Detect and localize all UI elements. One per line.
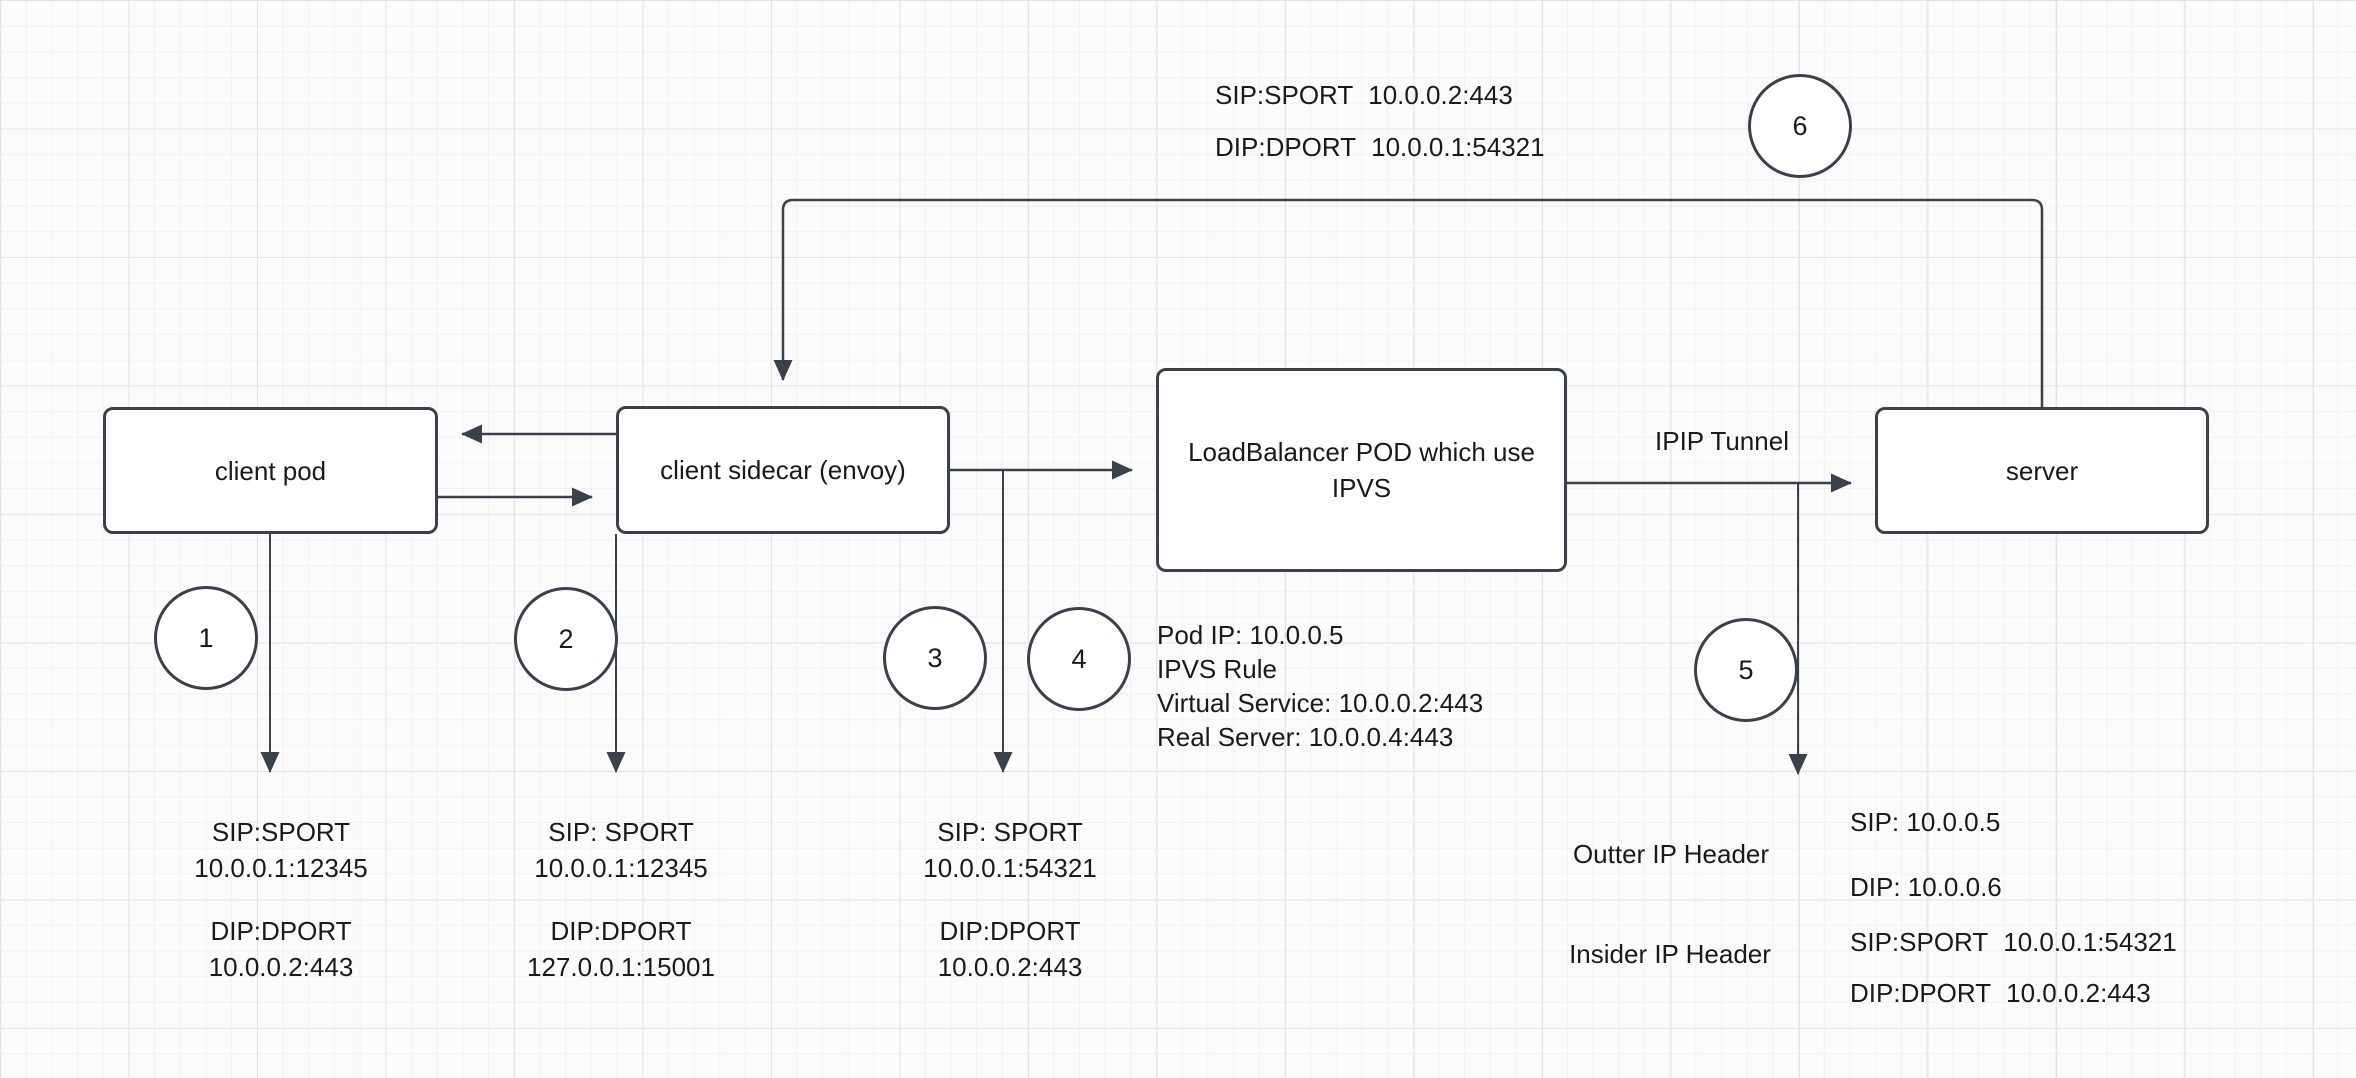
step-badge-3-number: 3 — [927, 642, 943, 673]
node-load-balancer-label: LoadBalancer POD which use IPVS — [1188, 437, 1535, 503]
ipvs-info-pod-ip: Pod IP: 10.0.0.5 — [1157, 620, 1344, 650]
inner-ip-header-label: Insider IP Header — [1520, 936, 1820, 972]
step-badge-3: 3 — [883, 606, 987, 710]
step2-sip-label: SIP: SPORT — [548, 817, 694, 847]
step1-dip-value: 10.0.0.2:443 — [208, 952, 354, 982]
step5-outer-dip-line: DIP: 10.0.0.6 — [1850, 869, 2002, 905]
ipvs-info-rule: IPVS Rule — [1157, 654, 1277, 684]
outer-ip-header-text: Outter IP Header — [1572, 839, 1770, 869]
step6-packet-sip-line: SIP:SPORT 10.0.0.2:443 — [1215, 77, 1513, 113]
step5-inner-sip-value: 10.0.0.1:54321 — [2003, 927, 2177, 957]
step-badge-6: 6 — [1748, 74, 1852, 178]
step6-sip-label: SIP:SPORT — [1215, 80, 1354, 110]
step-badge-2-number: 2 — [558, 623, 574, 654]
step1-sip-value: 10.0.0.1:12345 — [194, 853, 368, 883]
step-badge-1-number: 1 — [198, 622, 214, 653]
step-badge-4-number: 4 — [1071, 643, 1087, 674]
step3-dip-label: DIP:DPORT — [939, 916, 1081, 946]
step-badge-5-number: 5 — [1738, 654, 1754, 685]
node-server-label: server — [2005, 455, 2079, 486]
step5-inner-dip-label: DIP:DPORT — [1850, 978, 1992, 1008]
node-client-pod-label: client pod — [214, 455, 327, 486]
step-badge-6-number: 6 — [1792, 110, 1808, 141]
step1-packet-block: SIP:SPORT 10.0.0.1:12345 DIP:DPORT 10.0.… — [131, 814, 431, 985]
step6-dip-label: DIP:DPORT — [1215, 132, 1357, 162]
step6-dip-value: 10.0.0.1:54321 — [1371, 132, 1545, 162]
step5-outer-dip-text: DIP: 10.0.0.6 — [1850, 872, 2002, 902]
ipvs-info-block: Pod IP: 10.0.0.5 IPVS Rule Virtual Servi… — [1157, 618, 1483, 754]
step5-inner-sip-label: SIP:SPORT — [1850, 927, 1989, 957]
step5-outer-sip-text: SIP: 10.0.0.5 — [1850, 807, 2001, 837]
node-client-pod: client pod — [103, 407, 438, 534]
step3-dip-value: 10.0.0.2:443 — [937, 952, 1083, 982]
step2-sip-value: 10.0.0.1:12345 — [534, 853, 708, 883]
step1-sip-label: SIP:SPORT — [211, 817, 351, 847]
ipvs-info-real-server: Real Server: 10.0.0.4:443 — [1157, 722, 1454, 752]
step1-dip-label: DIP:DPORT — [210, 916, 352, 946]
step-badge-1: 1 — [154, 586, 258, 690]
step3-packet-block: SIP: SPORT 10.0.0.1:54321 DIP:DPORT 10.0… — [860, 814, 1160, 985]
step5-inner-dip-line: DIP:DPORT 10.0.0.2:443 — [1850, 975, 2151, 1011]
step2-dip-value: 127.0.0.1:15001 — [527, 952, 715, 982]
ipip-tunnel-label: IPIP Tunnel — [1622, 423, 1822, 459]
step6-sip-value: 10.0.0.2:443 — [1368, 80, 1513, 110]
step-badge-4: 4 — [1027, 607, 1131, 711]
step5-inner-dip-value: 10.0.0.2:443 — [2006, 978, 2151, 1008]
step2-dip-label: DIP:DPORT — [550, 916, 692, 946]
node-client-sidecar-label: client sidecar (envoy) — [660, 455, 906, 485]
node-load-balancer: LoadBalancer POD which use IPVS — [1156, 368, 1567, 572]
node-client-sidecar: client sidecar (envoy) — [616, 406, 950, 534]
outer-ip-header-label: Outter IP Header — [1521, 836, 1821, 872]
step5-outer-sip-line: SIP: 10.0.0.5 — [1850, 804, 2000, 840]
step3-sip-value: 10.0.0.1:54321 — [923, 853, 1097, 883]
step-badge-5: 5 — [1694, 618, 1798, 722]
step-badge-2: 2 — [514, 587, 618, 691]
step5-inner-sip-line: SIP:SPORT 10.0.0.1:54321 — [1850, 924, 2177, 960]
inner-ip-header-text: Insider IP Header — [1569, 939, 1771, 969]
step3-sip-label: SIP: SPORT — [937, 817, 1083, 847]
ipip-tunnel-label-text: IPIP Tunnel — [1655, 426, 1789, 456]
step2-packet-block: SIP: SPORT 10.0.0.1:12345 DIP:DPORT 127.… — [471, 814, 771, 985]
node-server: server — [1875, 407, 2209, 534]
ipvs-info-virtual-service: Virtual Service: 10.0.0.2:443 — [1157, 688, 1484, 718]
step6-packet-dip-line: DIP:DPORT 10.0.0.1:54321 — [1215, 129, 1545, 165]
